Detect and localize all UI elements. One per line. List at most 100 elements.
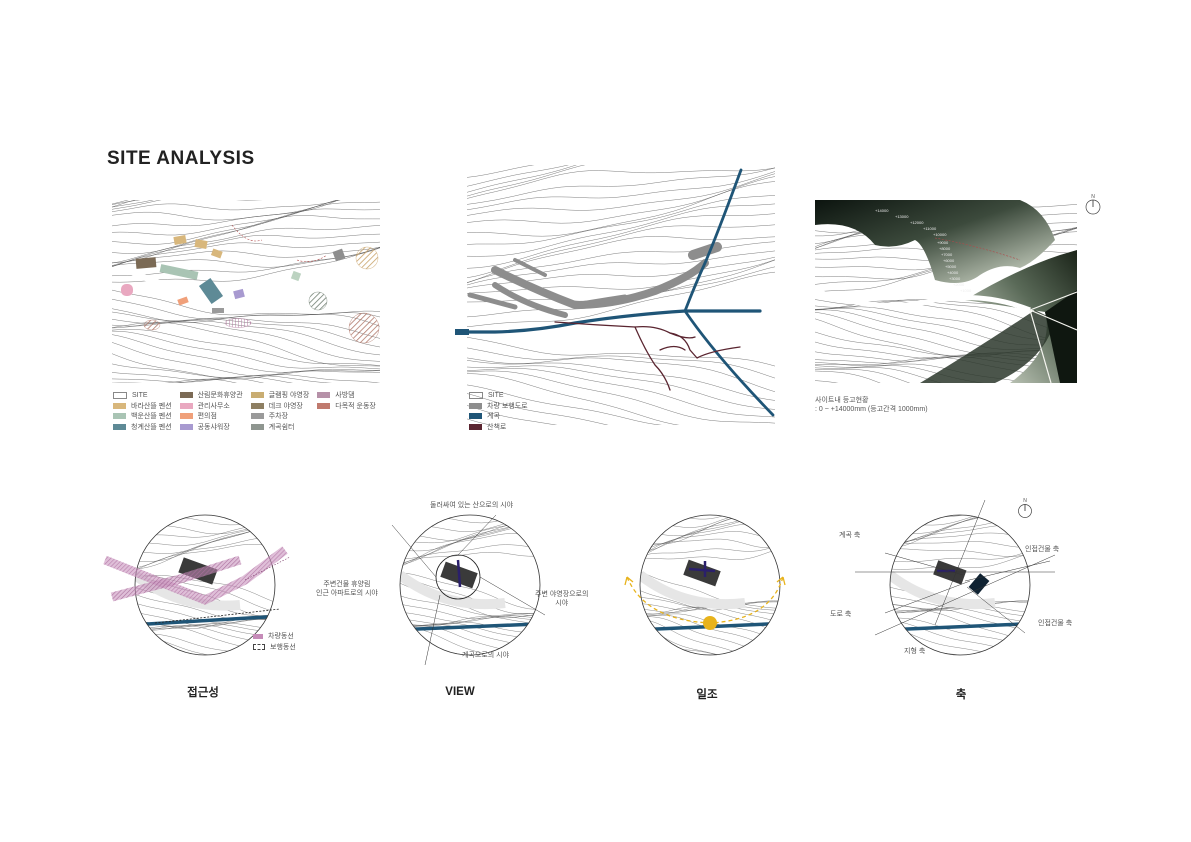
contour-line (466, 165, 535, 178)
contour-line (466, 165, 577, 193)
contour-line (466, 357, 775, 392)
contour-line (615, 505, 795, 510)
legend-item-road: 차량 보행도로 (469, 401, 528, 412)
elevation-caption-line-2: : 0 ~ +14000mm (등고간격 1000mm) (815, 405, 928, 413)
contour-line (855, 495, 1075, 504)
contour-line (112, 330, 380, 370)
contour-line (615, 505, 795, 515)
axis-label-adjacent-bottom: 인접건물 축 (1038, 620, 1073, 627)
north-label: N (1023, 498, 1027, 504)
contour-line (112, 372, 332, 383)
contour-line (112, 308, 380, 327)
facilities-map (112, 200, 380, 383)
contour-line (466, 337, 775, 367)
contour-line (855, 495, 1075, 500)
legend-item-management: 관리사무소 (179, 401, 243, 412)
contour-line (112, 241, 380, 267)
adjacent-building (968, 573, 990, 595)
north-arrow-icon: N (1085, 194, 1101, 215)
contour-line (112, 233, 380, 267)
contour-line (112, 376, 293, 383)
contour-line (615, 505, 795, 511)
contour-line (466, 370, 775, 424)
contour-line (466, 213, 775, 269)
legend-item-site: SITE (113, 390, 172, 401)
contour-label: +11000 (923, 226, 937, 231)
legend-item-valley-rest: 계곡쉼터 (250, 422, 310, 433)
legend-item-site: SITE (469, 390, 528, 401)
contour-line (100, 655, 310, 665)
contour-line (855, 495, 1075, 513)
contour-line (855, 664, 1075, 665)
walking-trails (554, 321, 741, 391)
facilities-legend-col-2: 산림문화휴양관 관리사무소 편의점 공동샤워장 (179, 390, 243, 432)
contour-line (100, 664, 310, 665)
view-label-top: 둘러싸여 있는 산으로의 시야 (430, 502, 514, 509)
contour-labels: +14000 +13000 +12000 +11000 +10000 +9000… (875, 208, 972, 293)
view-label-right: 주변 야영장으로의 시야 (535, 591, 588, 608)
contour-line (370, 668, 570, 670)
legend-item-pedestrian: 보행동선 (253, 642, 296, 653)
contour-line (466, 203, 775, 257)
contour-line (466, 259, 775, 294)
legend-item-valley: 계곡 (469, 411, 528, 422)
contour-line (855, 495, 1075, 504)
contour-label: +14000 (875, 208, 889, 213)
accessibility-caption: 접근성 (187, 687, 219, 699)
contour-line (855, 495, 1075, 504)
axis-caption: 축 (955, 689, 967, 701)
contour-line (112, 311, 380, 339)
building-mass (933, 560, 967, 585)
legend-item-cheonggyesan: 청계산뜰 펜션 (113, 422, 172, 433)
contour-line (100, 505, 310, 513)
view-label-bottom: 계곡으로의 시야 (462, 652, 510, 659)
contour-line (466, 368, 775, 418)
contour-line (112, 200, 341, 236)
contour-label: +7000 (941, 252, 953, 257)
axis-label-terrain: 지형 축 (904, 648, 926, 655)
contour-line (466, 360, 775, 401)
axis-diagram (855, 495, 1075, 665)
contour-label: +8000 (939, 246, 951, 251)
axis-label-adjacent-top: 인접건물 축 (1025, 546, 1060, 553)
accessibility-diagram (100, 505, 310, 665)
contour-line (112, 225, 380, 264)
contour-line (112, 200, 262, 210)
sun-icon (703, 616, 717, 630)
legend-item-sports-field: 다목적 운동장 (317, 401, 376, 412)
contour-line (112, 289, 380, 316)
contour-line (466, 373, 679, 425)
contour-line (112, 377, 264, 383)
elevation-caption: 사이트내 등고현황 : 0 ~ +14000mm (등고간격 1000mm) (815, 397, 928, 414)
contour-line (112, 342, 380, 377)
vehicle-routes (103, 546, 288, 605)
contour-label: +3000 (949, 276, 961, 281)
contour-line (615, 663, 795, 665)
legend-item-deck: 데크 야영장 (250, 401, 310, 412)
contour-line (466, 167, 775, 205)
contour-line (112, 200, 338, 227)
sunlight-diagram (615, 505, 795, 665)
view-caption: VIEW (445, 686, 475, 698)
road-network (467, 242, 722, 318)
contour-line (466, 393, 609, 425)
contour-label: +12000 (910, 220, 924, 225)
contour-line (855, 662, 1075, 665)
contour-line (815, 369, 910, 383)
contour-line (466, 165, 569, 187)
facilities-legend-col-4: 사방댐 다목적 운동장 (317, 390, 376, 432)
legend-item-trail: 산책로 (469, 422, 528, 433)
contour-label: +9000 (937, 240, 949, 245)
contour-line (466, 171, 775, 210)
legend-item-baekunsan: 백운산뜰 펜션 (113, 411, 172, 422)
contour-label: +6000 (943, 258, 955, 263)
building-mass (683, 559, 721, 587)
elevation-map: +14000 +13000 +12000 +11000 +10000 +9000… (815, 200, 1077, 383)
contour-line (466, 347, 775, 379)
contour-line (855, 495, 1075, 504)
contour-line (855, 495, 1075, 506)
contour-line (466, 271, 775, 327)
contour-label: +1000 (960, 288, 972, 293)
view-label-right-line-1: 주변 야영장으로의 (535, 591, 589, 598)
legend-item-sabang-dam: 사방댐 (317, 390, 376, 401)
